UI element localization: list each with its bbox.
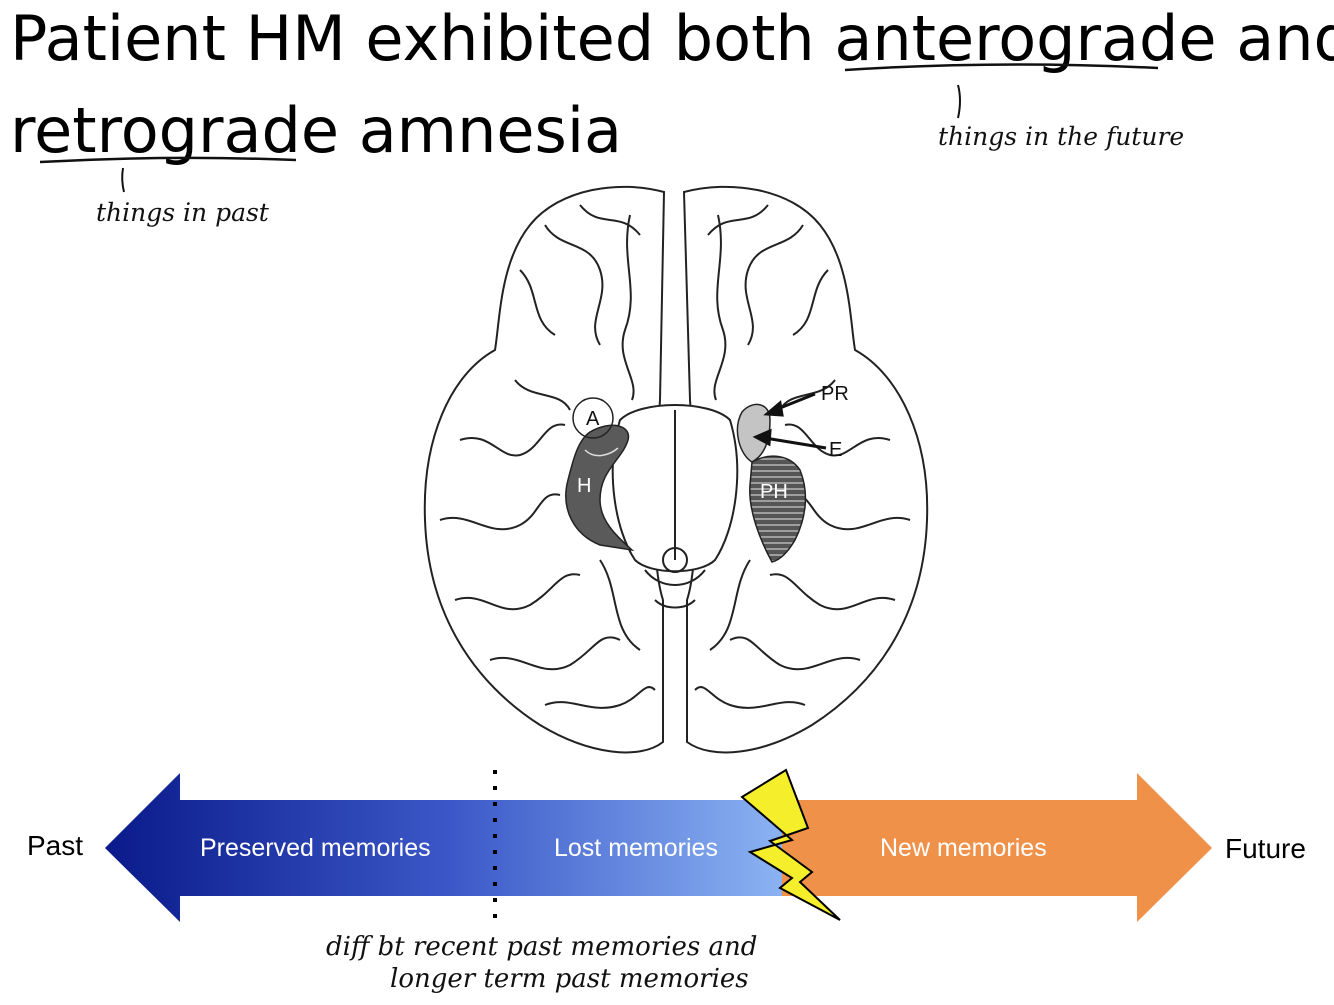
bottom-note-line-1: diff bt recent past memories and	[326, 934, 757, 960]
past-label: Past	[27, 832, 83, 860]
new-memories-label: New memories	[880, 836, 1047, 861]
preserved-memories-label: Preserved memories	[200, 836, 431, 861]
future-label: Future	[1225, 835, 1306, 863]
bottom-note-line-2: longer term past memories	[390, 966, 749, 992]
lost-memories-label: Lost memories	[554, 836, 718, 861]
